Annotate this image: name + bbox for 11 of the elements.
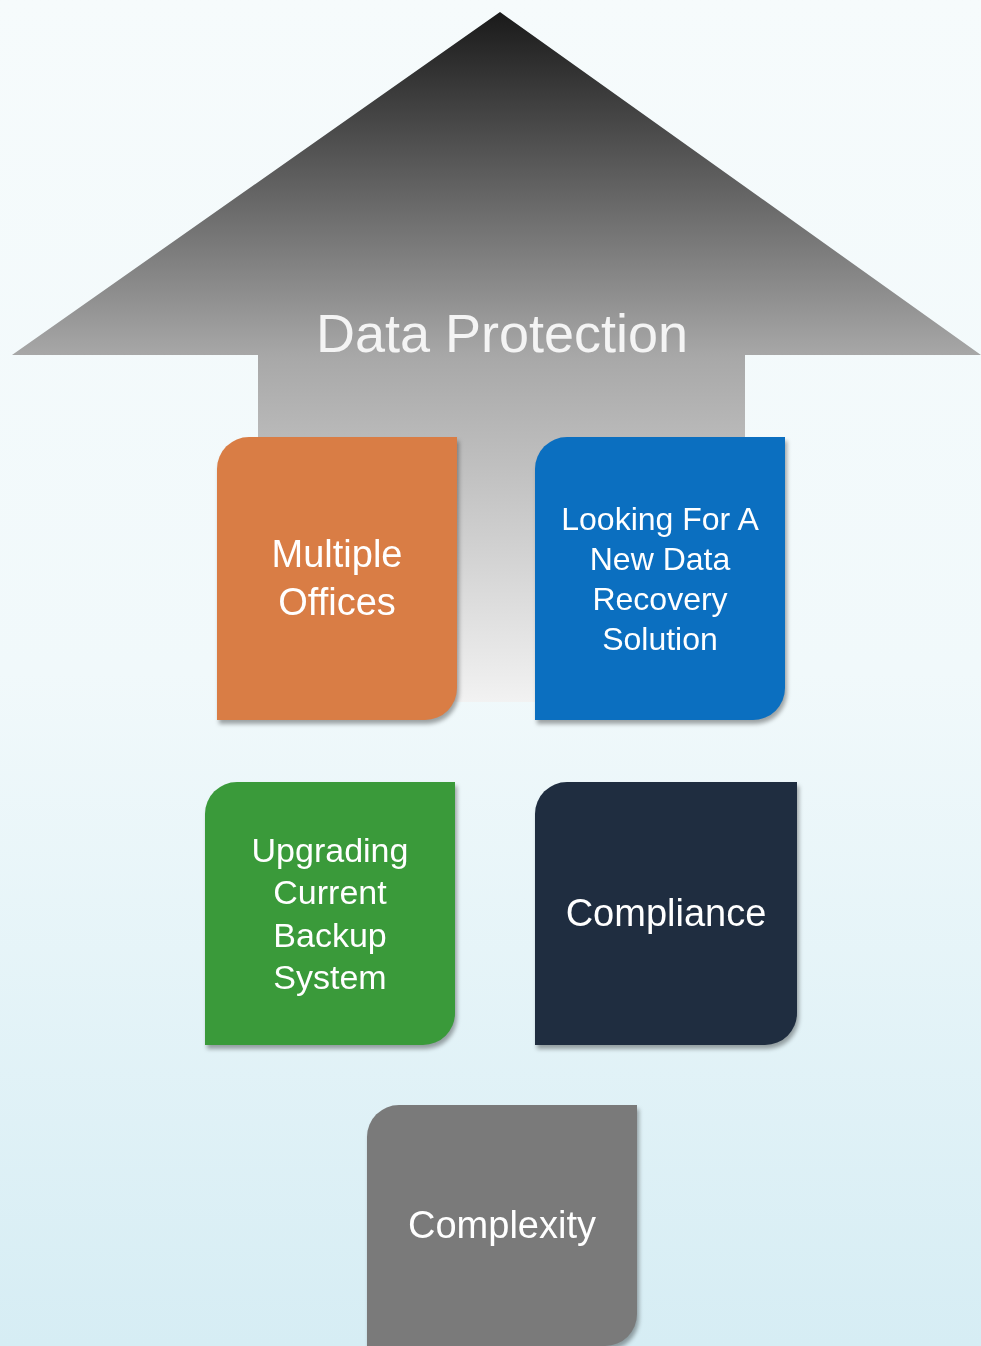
tile-label: Complexity	[408, 1202, 596, 1248]
rounded-tile	[217, 437, 457, 720]
tile-label: Multiple Offices	[270, 532, 404, 625]
tile-label: Compliance	[565, 890, 767, 936]
rounded-tile	[535, 782, 797, 1045]
rounded-tile	[535, 437, 785, 720]
rounded-tile	[205, 782, 455, 1045]
arrow-label: Data Protection	[314, 302, 690, 365]
tile-label: Upgrading Current Backup System	[250, 829, 410, 998]
tile-label: Looking For A New Data Recovery Solution	[560, 499, 760, 659]
rounded-tile	[367, 1105, 637, 1346]
